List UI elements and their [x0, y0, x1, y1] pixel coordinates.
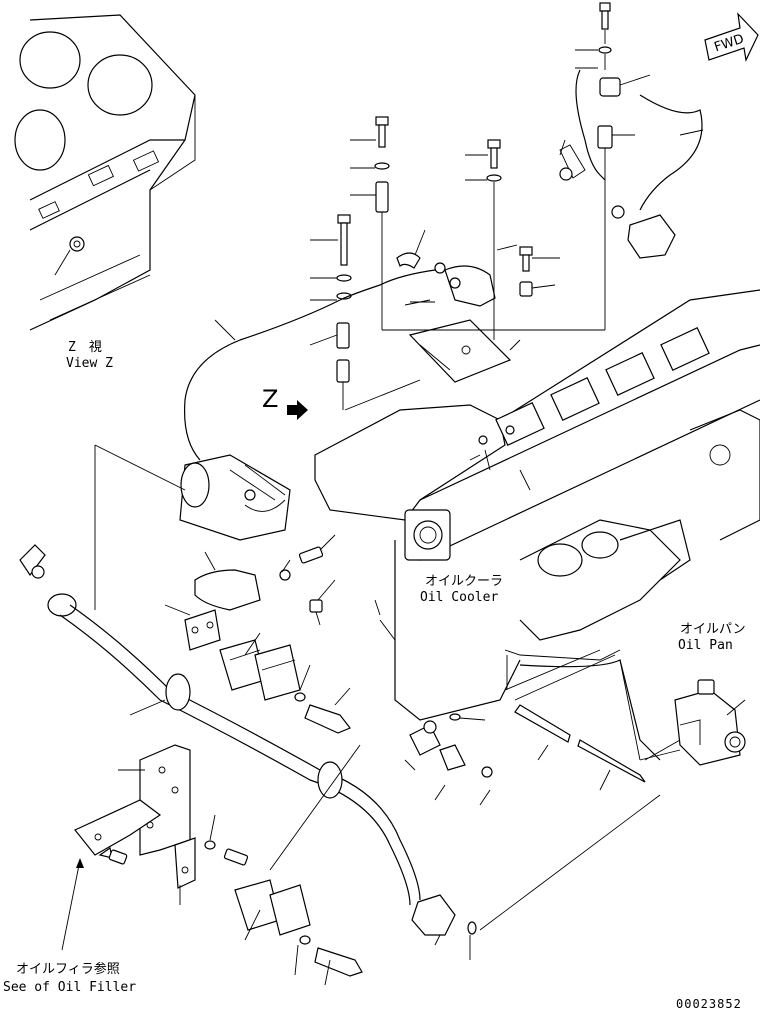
- view-z-label-jp: Z 視: [68, 340, 102, 355]
- oil-filler-label-en: See of Oil Filler: [3, 980, 137, 995]
- oil-pan-label-jp: オイルパン: [680, 622, 746, 637]
- view-z-label-en: View Z: [66, 356, 113, 371]
- engine-body: [314, 289, 760, 761]
- starter-motor-assembly: [94, 299, 341, 610]
- oil-fittings: [404, 649, 661, 960]
- engine-block-view-z: [14, 14, 196, 331]
- drawing-number: 00023852: [676, 997, 742, 1011]
- oil-pan-label-en: Oil Pan: [678, 638, 733, 653]
- fwd-arrow-badge: [704, 12, 759, 62]
- oil-filler-bracket: [61, 744, 363, 986]
- oil-pan-fitting: [619, 659, 746, 766]
- clamps-and-brackets: [164, 534, 351, 734]
- oil-filler-label-jp: オイルフィラ参照: [16, 962, 120, 977]
- oil-cooler-label-en: Oil Cooler: [420, 590, 499, 605]
- oil-cooler-label-jp: オイルクーラ: [425, 574, 504, 589]
- view-z-marker: Z: [262, 385, 279, 413]
- oil-pipe-hose: [19, 544, 456, 946]
- upper-fasteners: [309, 2, 704, 410]
- view-z-arrow: [287, 400, 308, 420]
- relay-and-bracket: [339, 262, 605, 411]
